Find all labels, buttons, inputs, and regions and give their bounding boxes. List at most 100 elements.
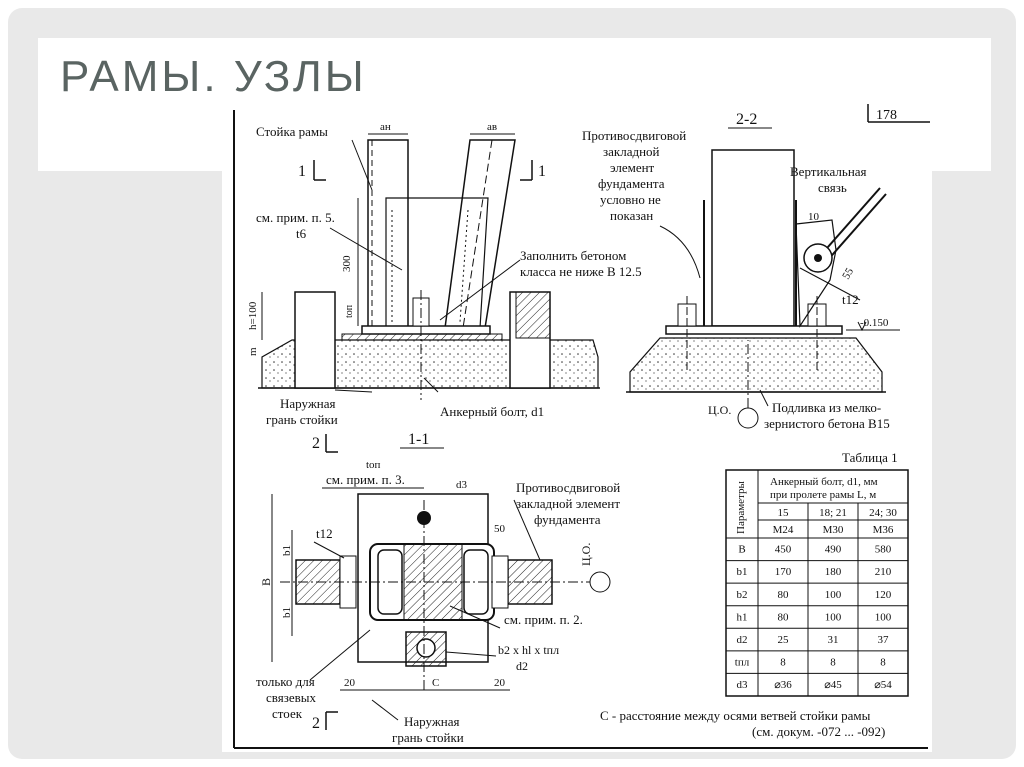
dim-top: tоп xyxy=(344,304,355,318)
brace-label-1: Вертикальная xyxy=(790,164,867,179)
table-value-cell: 31 xyxy=(828,634,839,646)
elevation-view: aн aв 300 h=100 m tоп 1 1 Стойка рамы см… xyxy=(247,121,642,427)
slide-title: РАМЫ. УЗЛЫ xyxy=(60,52,367,101)
section-2-2-view: 2-2 Противосдвиговой закладной элемент ф… xyxy=(582,111,900,431)
table-value-cell: 25 xyxy=(778,634,790,646)
dim-t12-plan: t12 xyxy=(316,526,333,541)
note-3-label: см. прим. п. 3. xyxy=(326,472,405,487)
table-param-header: Параметры xyxy=(735,481,747,534)
shear-plan-label-2: закладной элемент xyxy=(516,496,620,511)
table-span-cell: 24; 30 xyxy=(869,507,897,519)
outer-face-plan-1: Наружная xyxy=(404,714,460,729)
section-1-1-title: 1-1 xyxy=(408,431,429,448)
table-size-cell: M24 xyxy=(773,524,794,536)
table-value-cell: 100 xyxy=(825,589,842,601)
table-param-cell: b1 xyxy=(737,566,748,578)
washer-label-1: b2 x hl x tпл xyxy=(498,643,559,657)
dim-m: m xyxy=(247,347,259,356)
section-2-2-title: 2-2 xyxy=(736,111,757,128)
shear-plan-label-1: Противосдвиговой xyxy=(516,480,620,495)
washer-label-2: d2 xyxy=(516,659,528,673)
label-column: Стойка рамы xyxy=(256,124,328,139)
dim-a-b: aв xyxy=(487,121,497,133)
section-mark-1-right: 1 xyxy=(538,163,546,180)
footnote-2: (см. докум. -072 ... -092) xyxy=(752,724,885,739)
label-plate-note: см. прим. п. 5. xyxy=(256,210,335,225)
dim-20-right: 20 xyxy=(494,677,506,689)
shear-label-6: показан xyxy=(610,208,653,223)
table-value-cell: 170 xyxy=(775,566,792,578)
table-value-cell: 8 xyxy=(880,657,886,669)
table-param-cell: d2 xyxy=(737,634,748,646)
table-value-cell: 210 xyxy=(875,566,892,578)
grout-label-2: зернистого бетона В15 xyxy=(764,416,890,431)
dim-20-left: 20 xyxy=(344,677,356,689)
dim-300: 300 xyxy=(341,255,353,272)
note-2-label: см. прим. п. 2. xyxy=(504,612,583,627)
label-plate-thickness: t6 xyxy=(296,226,307,241)
table-value-cell: 120 xyxy=(875,589,892,601)
grout-label-1: Подливка из мелко- xyxy=(772,400,881,415)
dim-h100: h=100 xyxy=(247,301,259,330)
only-label-1: только для xyxy=(256,674,315,689)
footnote-1: С - расстояние между осями ветвей стойки… xyxy=(600,708,871,723)
table-span-cell: 18; 21 xyxy=(819,507,847,519)
dim-d3: d3 xyxy=(456,479,468,491)
dim-t12-right: t12 xyxy=(842,292,859,307)
level-mark: -0.150 xyxy=(860,317,889,329)
drawing-sheet: 178 aн aв 300 h=100 m tоп xyxy=(222,104,932,752)
table-value-cell: 180 xyxy=(825,566,842,578)
table-param-cell: h1 xyxy=(737,611,748,623)
label-outer-face-1: Наружная xyxy=(280,396,336,411)
table-value-cell: ⌀36 xyxy=(774,679,792,691)
table-value-cell: 8 xyxy=(830,657,836,669)
co-label-1-1: Ц.О. xyxy=(579,543,593,566)
outer-face-plan-2: грань стойки xyxy=(392,730,464,745)
dim-50: 50 xyxy=(494,523,506,535)
technical-drawing: 178 aн aв 300 h=100 m tоп xyxy=(233,104,930,749)
table-param-cell: b2 xyxy=(737,589,748,601)
table-value-cell: 100 xyxy=(875,611,892,623)
label-concrete-class: класса не ниже В 12.5 xyxy=(520,264,642,279)
co-label-2-2: Ц.О. xyxy=(708,403,731,417)
table-span-cell: 15 xyxy=(778,507,790,519)
table-value-cell: 80 xyxy=(778,589,790,601)
dim-a-n: aн xyxy=(380,121,391,133)
mark-2-top: 2 xyxy=(312,435,320,452)
table-value-cell: ⌀54 xyxy=(874,679,892,691)
only-label-3: стоек xyxy=(272,706,303,721)
table-bolt-header-1: Анкерный болт, d1, мм xyxy=(770,476,878,488)
table-param-cell: d3 xyxy=(737,679,749,691)
table-value-cell: 450 xyxy=(775,544,792,556)
shear-plan-label-3: фундамента xyxy=(534,512,601,527)
dim-10: 10 xyxy=(808,211,820,223)
table-value-cell: ⌀45 xyxy=(824,679,842,691)
table-value-cell: 100 xyxy=(825,611,842,623)
table-caption: Таблица 1 xyxy=(842,450,898,465)
dim-C: C xyxy=(432,677,439,689)
parameter-table: Таблица 1 Параметры Анкерный болт, d1, м… xyxy=(725,450,909,697)
table-value-cell: 580 xyxy=(875,544,892,556)
dim-top-plan: tоп xyxy=(366,459,381,471)
dim-b1-top: b1 xyxy=(281,545,293,556)
table-value-cell: 8 xyxy=(780,657,786,669)
shear-label-3: элемент xyxy=(610,160,655,175)
brace-label-2: связь xyxy=(818,180,847,195)
shear-label-4: фундамента xyxy=(598,176,665,191)
shear-label-2: закладной xyxy=(603,144,660,159)
table-size-cell: M30 xyxy=(823,524,844,536)
sheet-number: 178 xyxy=(876,108,897,123)
shear-label-5: условно не xyxy=(600,192,661,207)
table-bolt-header-2: при пролете рамы L, м xyxy=(770,489,876,501)
label-outer-face-2: грань стойки xyxy=(266,412,338,427)
table-size-cell: M36 xyxy=(873,524,894,536)
shear-label-1: Противосдвиговой xyxy=(582,128,686,143)
label-concrete: Заполнить бетоном xyxy=(520,248,626,263)
only-label-2: связевых xyxy=(266,690,316,705)
table-value-cell: 80 xyxy=(778,611,790,623)
table-value-cell: 490 xyxy=(825,544,842,556)
table-param-cell: tпл xyxy=(735,657,750,669)
table-value-cell: 37 xyxy=(878,634,890,646)
section-1-1-view: 2 1-1 tоп см. прим. п. 3. d3 Ц.О. B b xyxy=(256,431,620,745)
dim-55: 55 xyxy=(840,266,856,282)
